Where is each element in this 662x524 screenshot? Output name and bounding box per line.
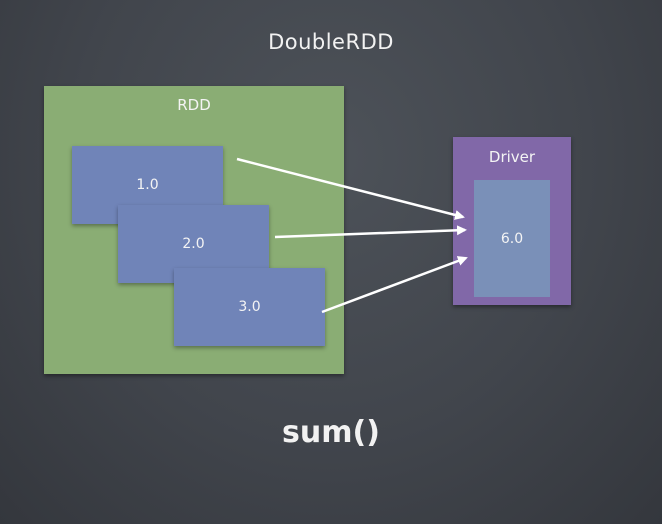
partition-2-value: 2.0 bbox=[182, 236, 205, 252]
diagram-title: DoubleRDD bbox=[268, 30, 394, 54]
driver-result: 6.0 bbox=[474, 180, 550, 297]
operation-caption: sum() bbox=[282, 415, 380, 450]
partition-3-value: 3.0 bbox=[238, 299, 261, 315]
partition-3: 3.0 bbox=[174, 268, 325, 346]
driver-label: Driver bbox=[488, 148, 536, 166]
partition-1-value: 1.0 bbox=[136, 177, 159, 193]
rdd-label: RDD bbox=[177, 96, 211, 114]
driver-result-value: 6.0 bbox=[500, 230, 524, 247]
